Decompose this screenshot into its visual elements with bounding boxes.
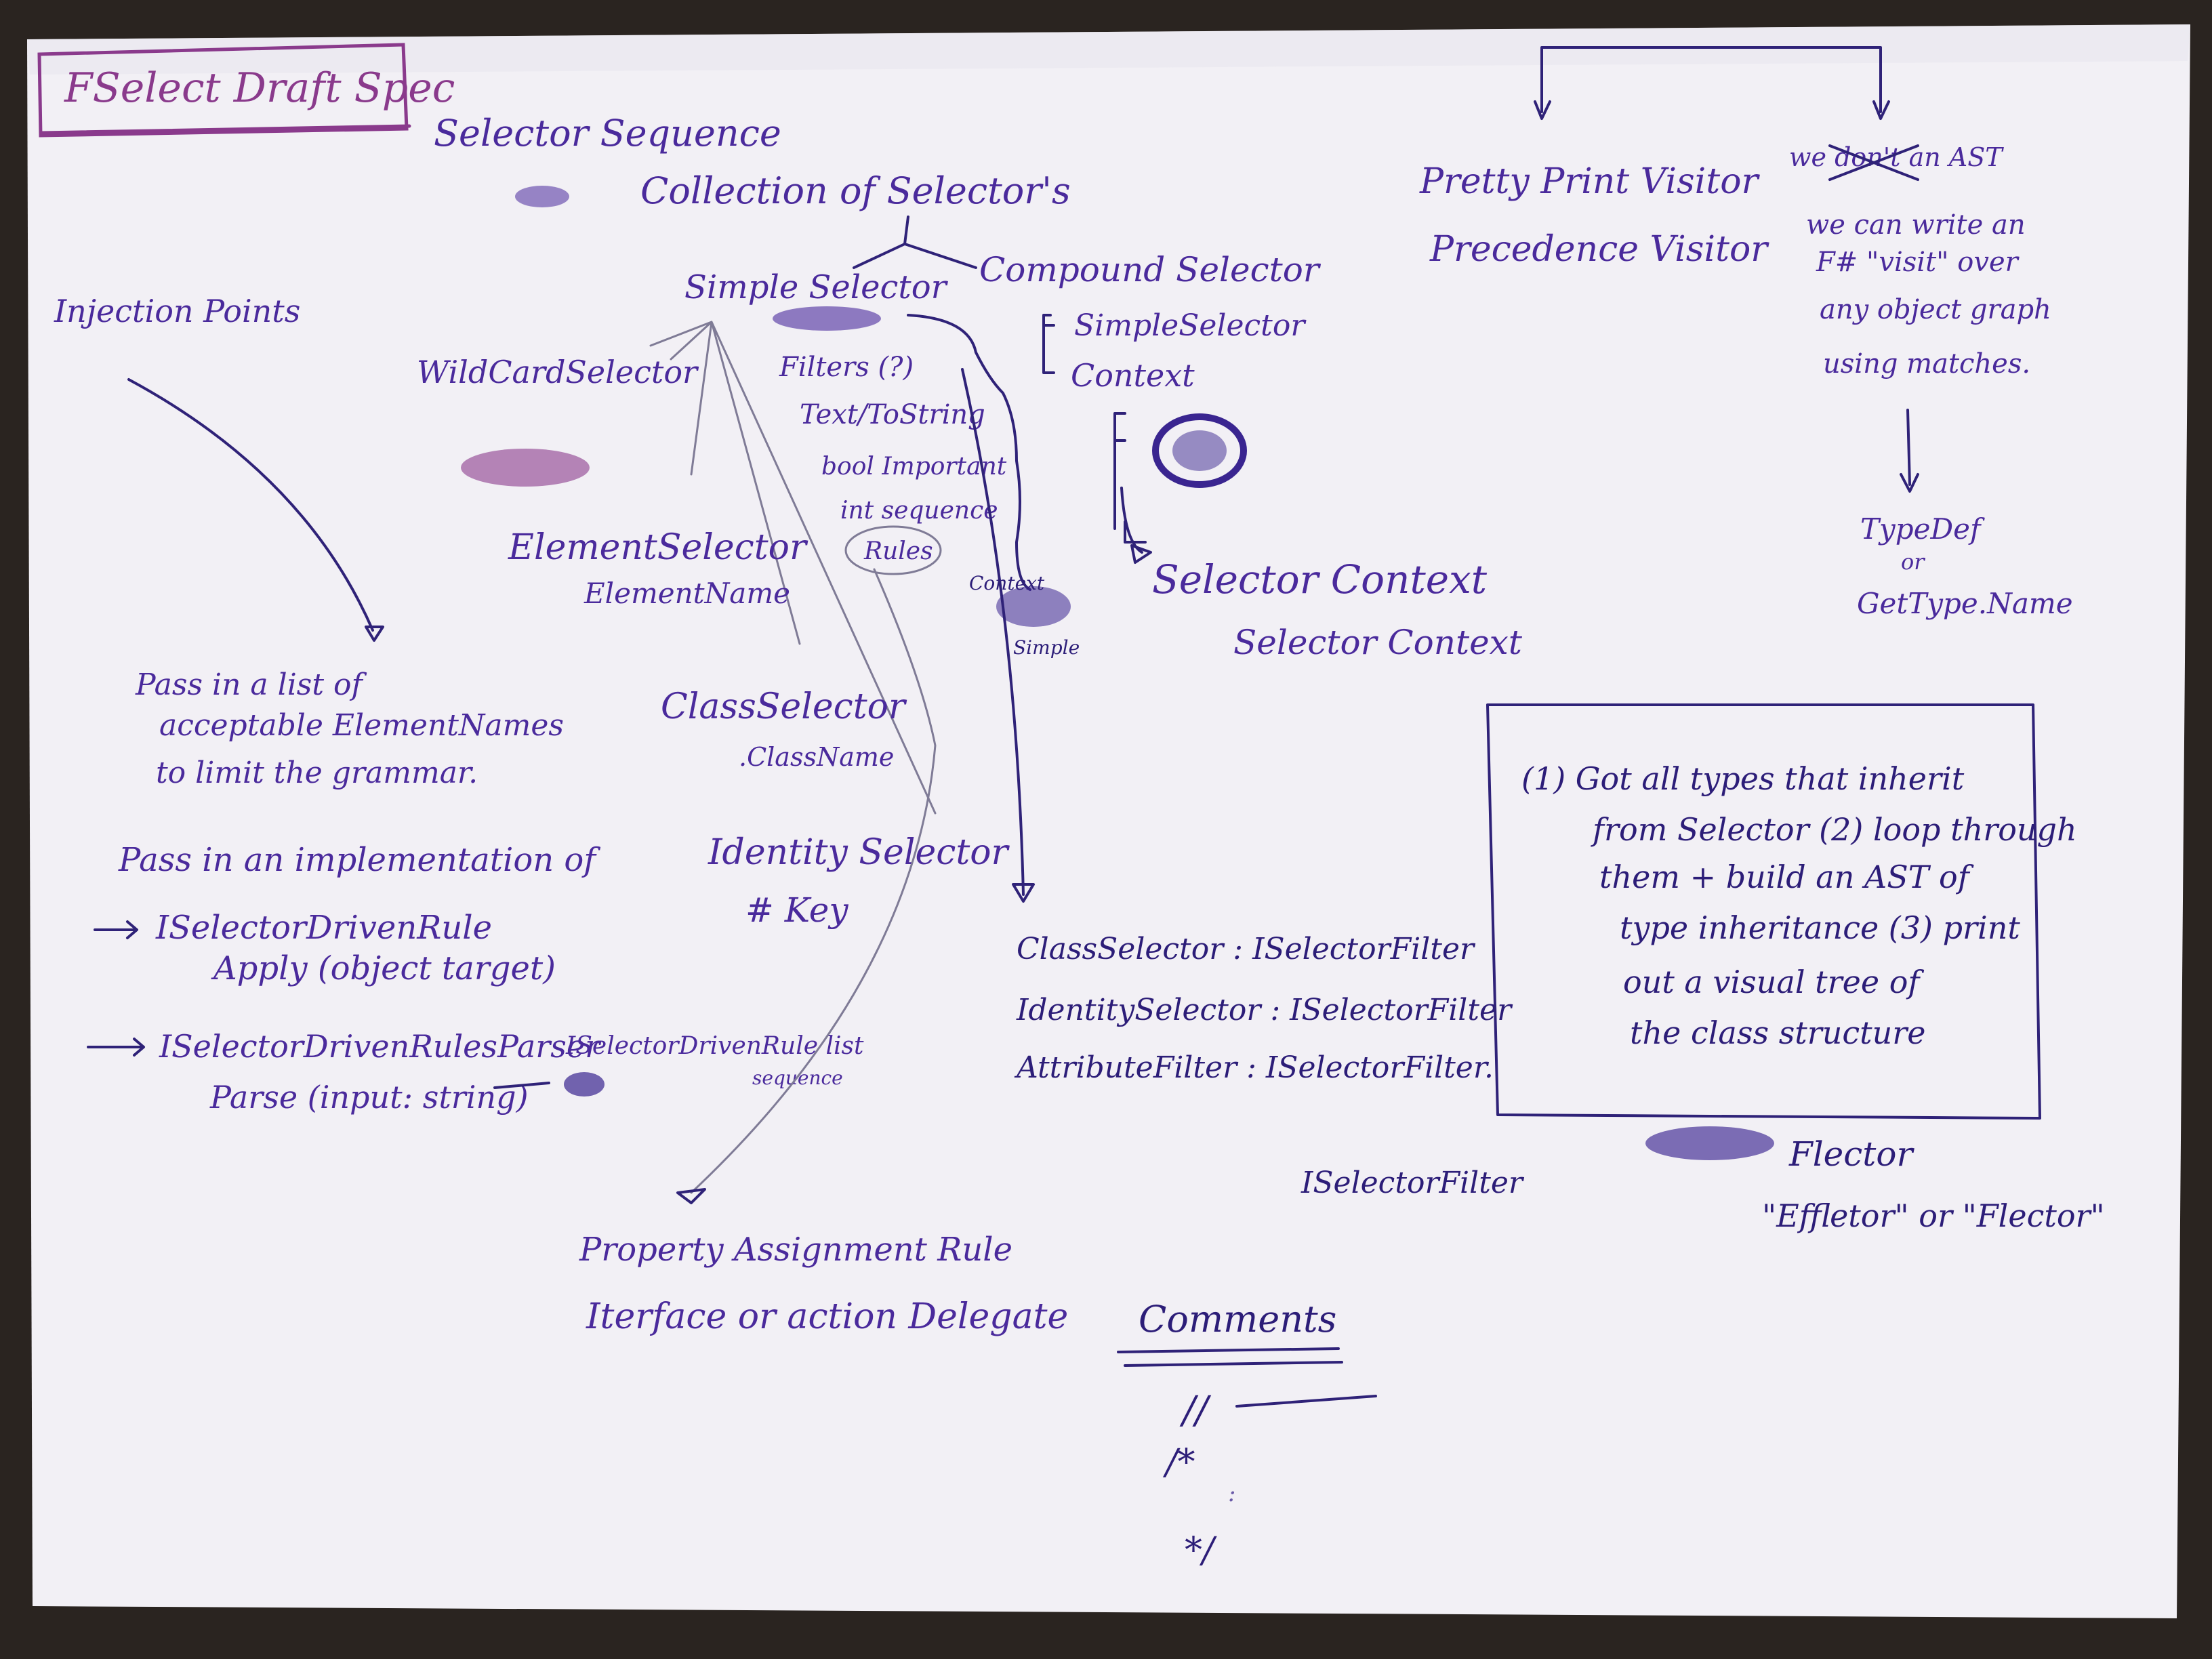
identity-key-label: # Key — [745, 890, 848, 930]
collection-label: Collection of Selector's — [640, 169, 1071, 212]
class-selector-label: ClassSelector — [661, 687, 907, 727]
class-name-label: .ClassName — [739, 742, 894, 772]
property-rule-label: Property Assignment Rule — [579, 1231, 1012, 1269]
comment-block-start: /* — [1162, 1442, 1195, 1483]
parser-parse-label: Parse (input: string) — [209, 1079, 529, 1115]
simple-prop-text: Text/ToString — [800, 399, 985, 430]
scribble-mark — [515, 186, 569, 207]
injection-points-label: Injection Points — [54, 293, 300, 329]
compound-child-context: Context — [1071, 357, 1195, 394]
comments-label: Comments — [1139, 1298, 1336, 1340]
precedence-visitor-label: Precedence Visitor — [1429, 229, 1769, 270]
ast-note-3: F# "visit" over — [1816, 247, 2020, 278]
scribble-mark — [996, 586, 1071, 627]
parser-interface-label: ISelectorDrivenRulesParser — [159, 1028, 602, 1065]
comment-line-mark: // — [1179, 1389, 1212, 1433]
scribble-label: Simple — [1013, 636, 1080, 659]
simple-prop-important: bool Important — [821, 453, 1007, 480]
box-step-6: the class structure — [1630, 1015, 1925, 1051]
scribble-mark — [1152, 413, 1247, 488]
rule-interface-label: ISelectorDrivenRule — [155, 909, 492, 947]
filter-line-identity: IdentitySelector : ISelectorFilter — [1016, 993, 1513, 1027]
typedef-or: or — [1901, 549, 1925, 575]
scribble-mark — [564, 1072, 605, 1097]
title-text: FSelect Draft Spec — [64, 64, 455, 112]
pretty-print-visitor-label: Pretty Print Visitor — [1419, 161, 1761, 202]
selector-sequence-label: Selector Sequence — [434, 112, 781, 155]
box-step-5: out a visual tree of — [1623, 964, 1924, 1000]
simple-prop-sequence: int sequence — [840, 497, 998, 525]
simple-prop-filters: Filters (?) — [779, 352, 914, 383]
ast-note-5: using matches. — [1823, 348, 2030, 380]
compound-selector-label: Compound Selector — [979, 250, 1322, 289]
injection-note-1: Pass in a list of — [135, 668, 367, 702]
comment-block-end: */ — [1185, 1530, 1217, 1571]
element-selector-label: ElementSelector — [508, 527, 808, 568]
simple-selector-label: Simple Selector — [684, 268, 949, 306]
scribble-mark — [1172, 430, 1227, 471]
injection-note-2: acceptable ElementNames — [159, 708, 564, 743]
box-step-3: them + build an AST of — [1599, 859, 1974, 895]
comment-dots: : — [1228, 1480, 1235, 1507]
box-step-4: type inheritance (3) print — [1620, 909, 2020, 946]
filter-line-attribute: AttributeFilter : ISelectorFilter. — [1014, 1050, 1494, 1085]
filter-line-class: ClassSelector : ISelectorFilter — [1017, 932, 1476, 966]
ast-note-1: we don't an AST — [1789, 142, 2004, 172]
interface-delegate-label: Iterface or action Delegate — [586, 1296, 1068, 1337]
gettype-label: GetType.Name — [1857, 587, 2073, 620]
ast-note-4: any object graph — [1820, 294, 2051, 325]
scribble-mark — [1645, 1126, 1774, 1160]
box-step-1: (1) Got all types that inherit — [1521, 760, 1965, 797]
element-name-label: ElementName — [583, 577, 790, 610]
ast-note-2: we can write an — [1806, 209, 2026, 241]
wildcard-selector-label: WildCardSelector — [417, 354, 699, 390]
title-box: FSelect Draft Spec — [37, 43, 455, 138]
injection-note-3: to limit the grammar. — [156, 756, 478, 790]
scribble-label: Context — [969, 572, 1045, 594]
iselector-filter-label: ISelectorFilter — [1300, 1166, 1525, 1200]
scribble-mark — [461, 449, 590, 487]
box-step-2: from Selector (2) loop through — [1591, 811, 2077, 848]
paper-sheet — [27, 24, 2190, 1618]
rules-circle — [844, 525, 942, 575]
steps-box — [1486, 703, 2041, 1120]
flector-alt-label: "Effletor" or "Flector" — [1762, 1197, 2105, 1234]
paper-shadow — [27, 24, 2190, 75]
compound-child-simple: SimpleSelector — [1074, 308, 1307, 343]
flector-label: Flector — [1788, 1134, 1914, 1174]
selector-context-label-2: Selector Context — [1233, 623, 1523, 662]
implementation-note: Pass in an implementation of — [118, 841, 600, 879]
identity-selector-label: Identity Selector — [708, 832, 1010, 873]
selector-context-label: Selector Context — [1152, 556, 1488, 602]
scribble-mark — [773, 306, 881, 331]
simple-prop-rules: Rules — [863, 537, 933, 565]
typedef-label: TypeDef — [1860, 512, 1985, 546]
rule-apply-label: Apply (object target) — [211, 949, 556, 987]
